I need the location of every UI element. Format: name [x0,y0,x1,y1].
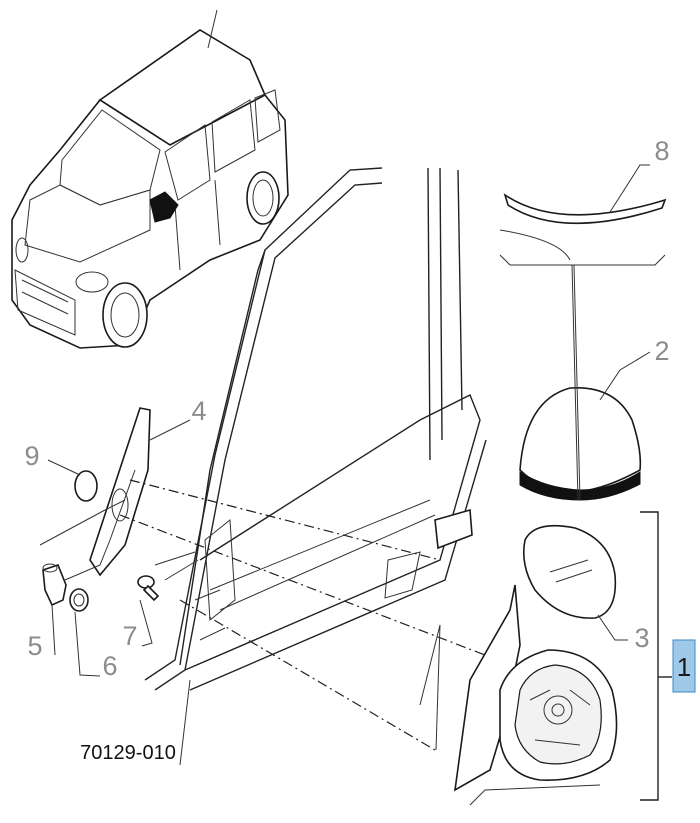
part-8-trim-strip [499,164,667,266]
part-7-screw [137,575,160,647]
callout-9[interactable]: 9 [24,441,39,471]
part-3-mirror-glass [522,524,628,641]
part-4-trim-panel [89,407,191,577]
part-6-cap [69,588,101,677]
part-2-mirror-cover [519,351,651,501]
callout-4[interactable]: 4 [191,396,206,426]
callout-6[interactable]: 6 [102,651,117,681]
callout-1-highlight [672,639,696,693]
drawing-code: 70129-010 [80,742,176,764]
callout-8[interactable]: 8 [654,136,669,166]
car-overview-illustration [11,9,289,349]
assembly-lines [39,264,672,801]
part-1-mirror-assembly [453,584,618,806]
part-9-o-ring [47,459,98,502]
callout-1[interactable]: 1 [677,652,691,682]
callout-3[interactable]: 3 [634,623,649,653]
callout-7[interactable]: 7 [122,621,137,651]
part-5-grommet [42,563,67,656]
callout-5[interactable]: 5 [27,631,42,661]
door-frame-illustration [144,167,487,691]
callout-2[interactable]: 2 [654,336,669,366]
